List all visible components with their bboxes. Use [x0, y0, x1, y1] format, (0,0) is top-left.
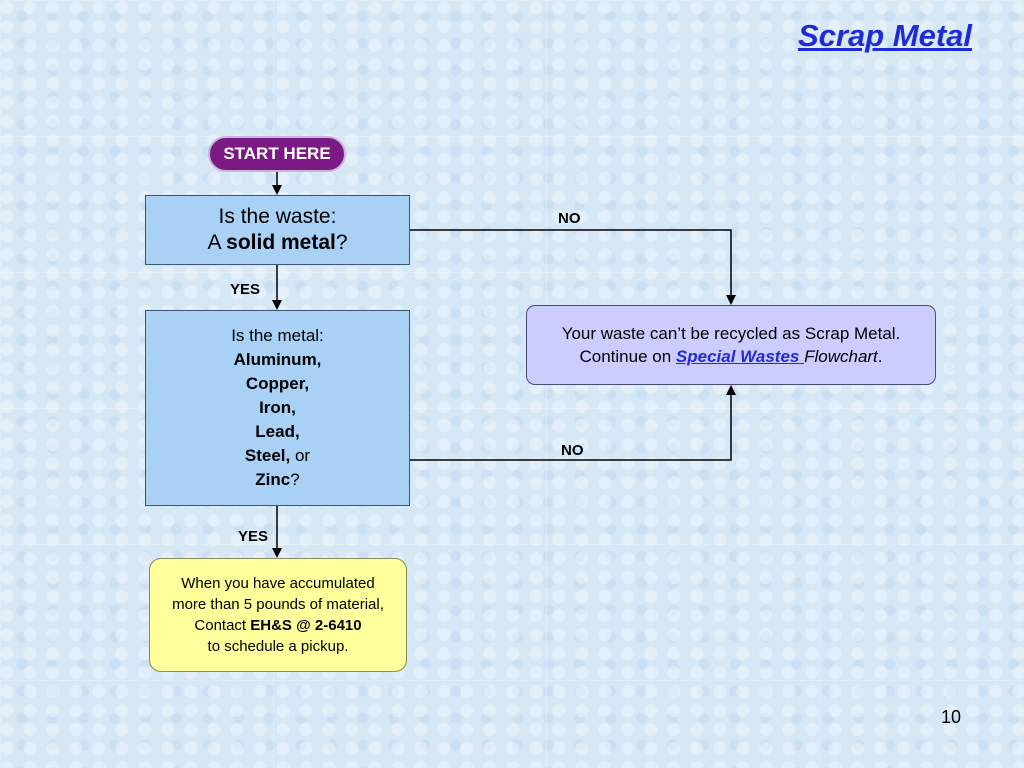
metal-copper: Copper, — [245, 374, 310, 393]
pickup-instructions-box: When you have accumulated more than 5 po… — [149, 558, 407, 672]
or-word: or — [290, 446, 311, 465]
metal-aluminum: Aluminum, — [233, 350, 322, 369]
metal-zinc: Zinc — [255, 470, 291, 489]
metal-steel-line: Steel, or — [245, 444, 310, 468]
result-line1: Your waste can’t be recycled as Scrap Me… — [561, 324, 901, 343]
contact-phone: EH&S @ 2-6410 — [250, 617, 362, 634]
result-prefix: Continue on — [579, 347, 676, 366]
label-no-1: NO — [558, 210, 581, 227]
question1-line2: A solid metal? — [207, 230, 347, 256]
page-number: 10 — [941, 707, 962, 727]
label-no-2: NO — [561, 442, 584, 459]
arrow-q2-no-to-result — [410, 385, 736, 461]
question-solid-metal-box: Is the waste: A solid metal? — [145, 195, 410, 265]
question2-suffix: ? — [290, 470, 300, 489]
metal-zinc-line: Zinc? — [255, 468, 299, 492]
not-recyclable-result-box: Your waste can’t be recycled as Scrap Me… — [526, 305, 936, 385]
metal-lead: Lead, — [255, 422, 300, 441]
special-wastes-link[interactable]: Special Wastes — [675, 347, 805, 366]
metal-steel: Steel, — [244, 446, 291, 465]
label-yes-2: YES — [238, 528, 269, 545]
start-here-node: START HERE — [208, 136, 346, 172]
label-yes-1: YES — [230, 281, 261, 298]
result-flowchart-word: Flowchart — [804, 347, 878, 366]
question1-prefix: A — [207, 231, 227, 254]
question-metal-type-box: Is the metal: Aluminum, Copper, Iron, Le… — [145, 310, 410, 506]
final-line4: to schedule a pickup. — [207, 638, 349, 655]
final-contact-line: Contact EH&S @ 2-6410 — [194, 615, 361, 636]
result-suffix: . — [877, 347, 883, 366]
question2-intro: Is the metal: — [231, 326, 324, 345]
final-line1: When you have accumulated — [181, 575, 375, 592]
arrow-q1-no-to-result — [410, 229, 736, 305]
final-line2: more than 5 pounds of material, — [172, 596, 384, 613]
question1-line1: Is the waste: — [218, 205, 337, 228]
question1-bold: solid metal — [226, 231, 336, 254]
question1-suffix: ? — [335, 231, 348, 254]
metal-iron: Iron, — [259, 398, 296, 417]
result-line2: Continue on Special Wastes Flowchart. — [579, 345, 882, 368]
contact-prefix: Contact — [194, 617, 251, 634]
page-title[interactable]: Scrap Metal — [797, 18, 972, 53]
